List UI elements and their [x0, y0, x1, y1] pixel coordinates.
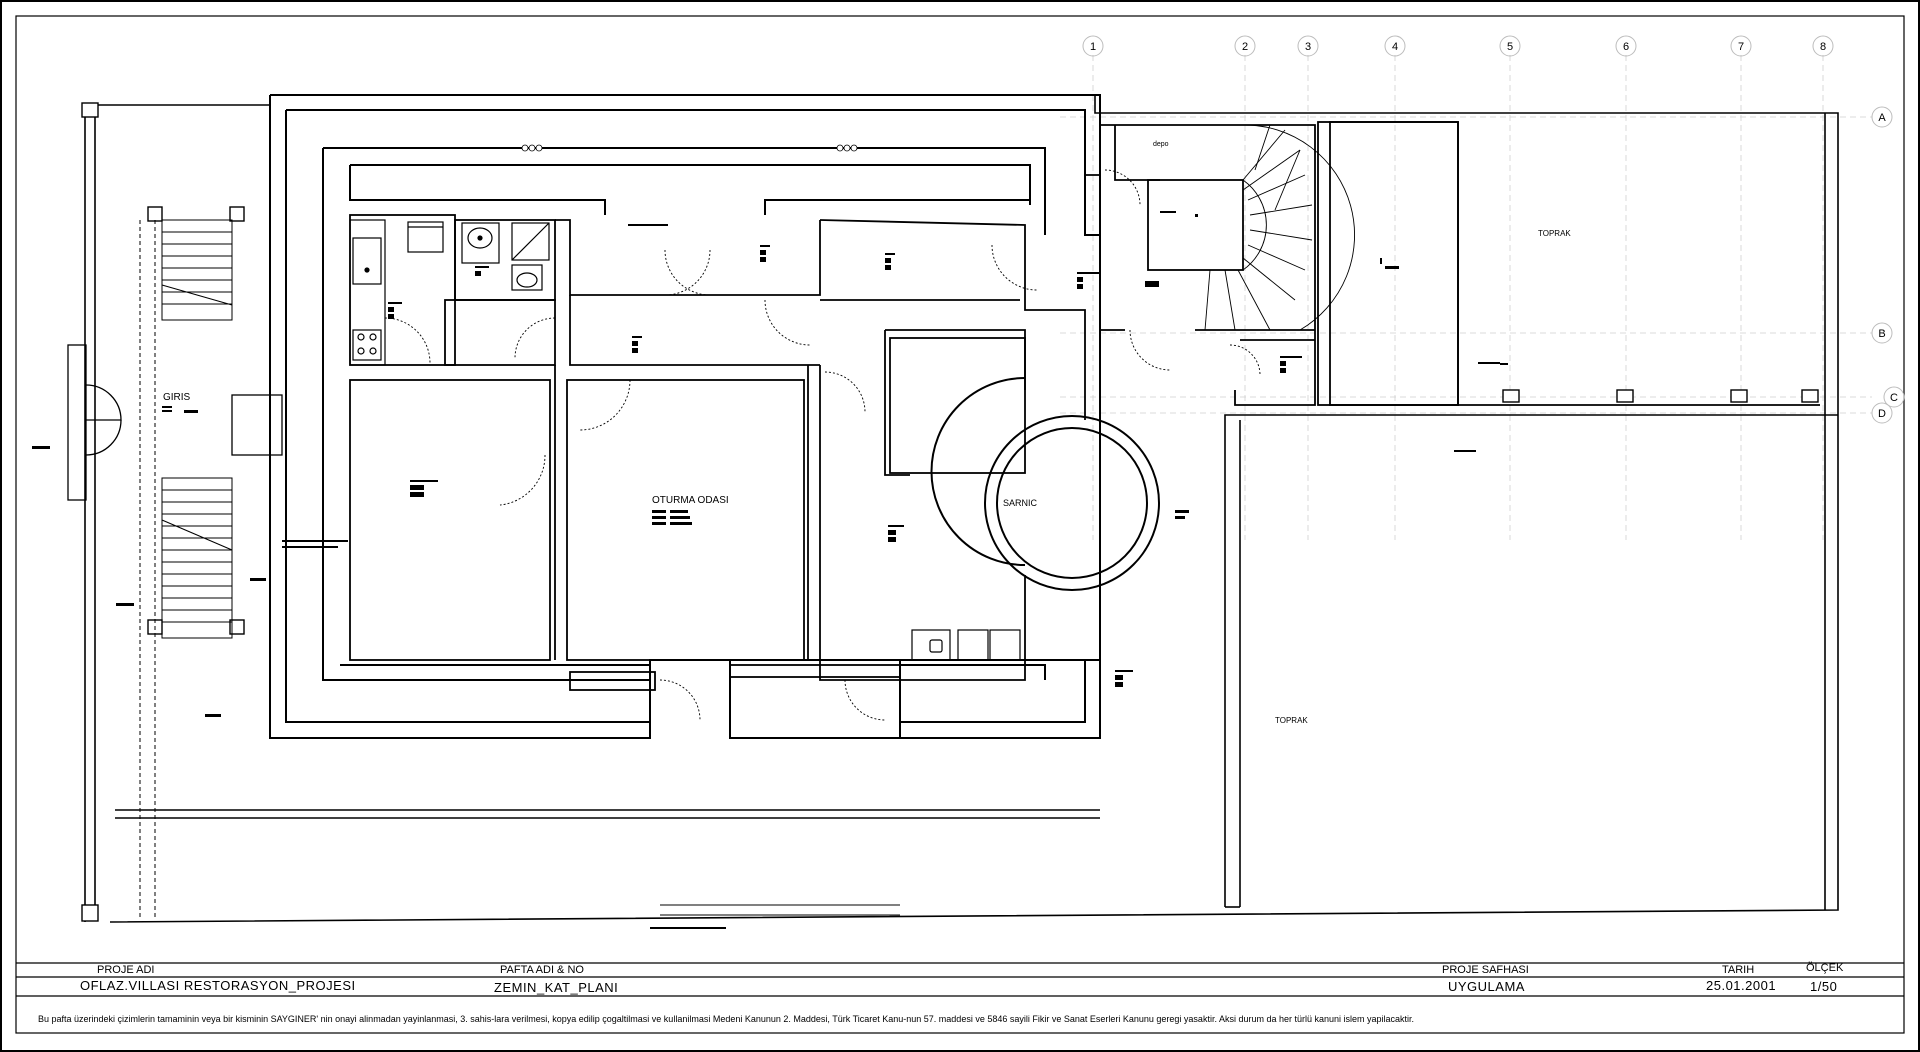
building-outer-wall: [269, 94, 1101, 739]
tarih-label: TARIH: [1722, 964, 1755, 976]
stairwell-block: [1085, 121, 1820, 406]
room-annotation-marks: [32, 211, 1508, 929]
grid-axes: [1060, 55, 1872, 540]
room-label-toprak-upper: TOPRAK: [1538, 229, 1571, 238]
room-label-toprak-lower: TOPRAK: [1275, 716, 1308, 725]
grid-col-5: 5: [1507, 41, 1513, 53]
grid-row-a: A: [1878, 112, 1886, 124]
grid-col-6: 6: [1623, 41, 1629, 53]
room-label-sarnic: SARNIC: [1003, 498, 1038, 508]
bathroom-fixtures: [461, 222, 550, 291]
grid-col-7: 7: [1738, 41, 1744, 53]
sheet-inner-border: [15, 15, 1905, 1034]
cistern: [930, 377, 1160, 591]
site-boundary: [84, 95, 1839, 923]
south-gate: [660, 904, 900, 916]
kitchen-fixtures: [349, 219, 444, 366]
pafta-value: ZEMIN_KAT_PLANI: [494, 980, 619, 995]
safha-label: PROJE SAFHASI: [1442, 964, 1529, 976]
site-posts: [81, 102, 1819, 922]
room-label-giris: GIRIS: [163, 392, 191, 403]
room-label-depo: depo: [1153, 141, 1169, 148]
grid-row-d: D: [1878, 408, 1886, 420]
grid-bubbles: [1082, 35, 1905, 424]
safha-value: UYGULAMA: [1448, 979, 1525, 994]
olcek-value: 1/50: [1810, 979, 1838, 994]
wall-vents: [521, 144, 858, 152]
grid-col-4: 4: [1392, 41, 1398, 53]
grid-row-c: C: [1890, 392, 1898, 404]
olcek-label: ÖLÇEK: [1806, 962, 1844, 974]
grid-row-b: B: [1878, 328, 1885, 340]
room-label-oturma-odasi: OTURMA ODASI: [652, 495, 729, 506]
kitchenette-units: [911, 629, 1021, 661]
grid-col-3: 3: [1305, 41, 1311, 53]
entrance-gate: [67, 344, 283, 501]
spiral-stairs: [1204, 124, 1355, 331]
grid-col-2: 2: [1242, 41, 1248, 53]
door-swings: [384, 169, 1261, 721]
tarih-value: 25.01.2001: [1706, 978, 1777, 993]
proje-adi-value: OFLAZ.VILLASI RESTORASYON_PROJESI: [80, 978, 356, 993]
grid-col-8: 8: [1820, 41, 1826, 53]
entrance-stairs: [139, 219, 233, 920]
grid-col-1: 1: [1090, 41, 1096, 53]
pafta-label: PAFTA ADI & NO: [500, 964, 584, 976]
grid-bubble-labels: 1 2 3 4 5 6 7 8 A B C D: [1090, 41, 1898, 420]
title-block-frame: [16, 962, 1904, 997]
copyright-disclaimer: Bu pafta üzerindeki çizimlerin tamaminin…: [38, 1014, 1415, 1024]
proje-adi-label: PROJE ADI: [97, 964, 155, 976]
room-labels: GIRIS OTURMA ODASI SARNIC TOPRAK TOPRAK …: [163, 141, 1571, 725]
interior-walls: [349, 214, 1086, 691]
